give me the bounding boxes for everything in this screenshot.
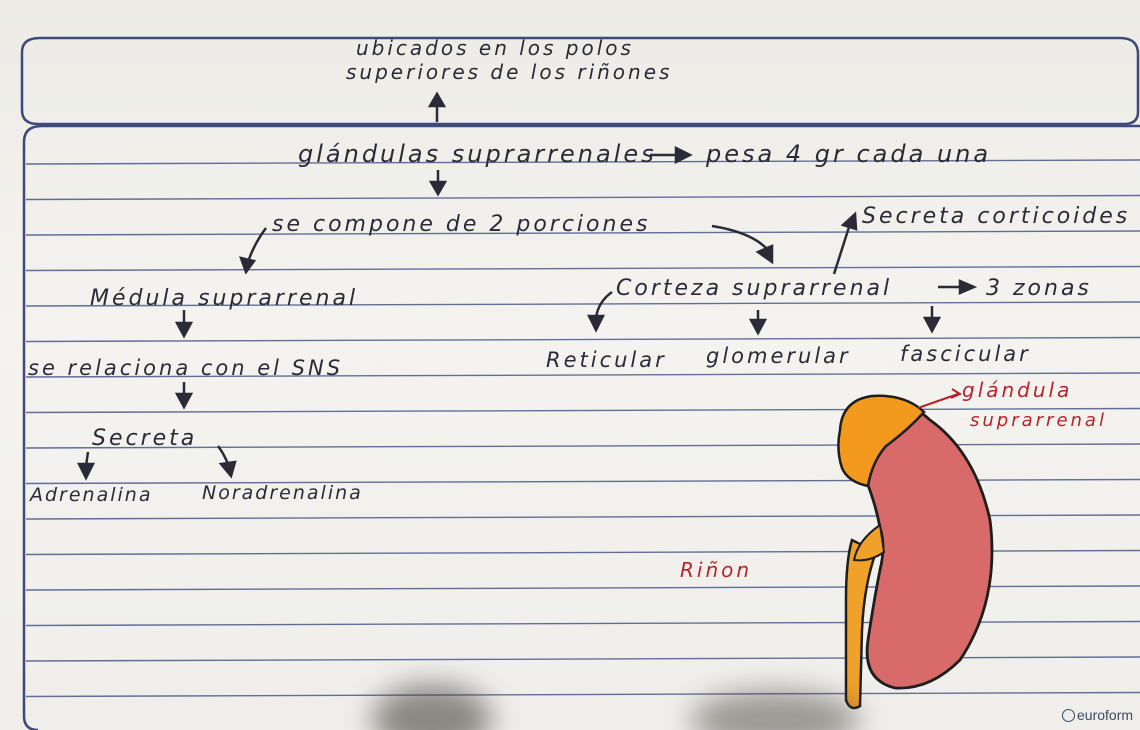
zones-text: 3 zonas xyxy=(986,278,1092,300)
gland-label-arrowhead xyxy=(951,389,960,398)
cortex-title: Corteza suprarrenal xyxy=(616,278,892,300)
medulla-title: Médula suprarrenal xyxy=(90,288,358,310)
ruled-line xyxy=(26,657,1140,661)
kidney-drawing xyxy=(838,389,992,708)
arrow-to-noradrenalina-head xyxy=(221,462,235,476)
arrow-title-down-head xyxy=(431,182,445,194)
arrow-to-medulla xyxy=(248,228,266,262)
arrow-to-cortex-head xyxy=(758,246,772,262)
top-box-line-2: superiores de los riñones xyxy=(346,62,672,82)
arrow-to-adrenalina-head xyxy=(79,464,93,478)
ruled-line xyxy=(26,693,1140,697)
arrow-to-cortex xyxy=(712,226,766,248)
gland-label-line-1: glándula xyxy=(962,380,1072,400)
arrow-to-glomerular-head xyxy=(751,320,765,333)
glomerular-text: glomerular xyxy=(706,346,851,367)
arrow-to-reticular xyxy=(596,292,612,318)
arrow-to-noradrenalina xyxy=(218,446,228,464)
arrow-to-fascicular-head xyxy=(925,318,939,331)
top-box-line-1: ubicados en los polos xyxy=(356,38,634,58)
brand-name: euroform xyxy=(1077,707,1133,723)
noradrenalina-text: Noradrenalina xyxy=(202,484,363,503)
gland-label-arrow xyxy=(918,394,958,408)
arrow-to-reticular-head xyxy=(589,316,603,330)
secreta-corticoides-text: Secreta corticoides xyxy=(862,206,1130,228)
ruled-line xyxy=(26,196,1140,200)
arrow-relation-down-head xyxy=(177,394,191,407)
arrow-title-to-weight-head xyxy=(676,148,690,162)
weight-note: pesa 4 gr cada una xyxy=(706,142,991,166)
arrow-to-zones-head xyxy=(960,281,974,293)
secreta-text: Secreta xyxy=(92,428,197,450)
ruled-line xyxy=(26,267,1140,271)
brand-logo: euroform xyxy=(1062,707,1133,723)
portions-text: se compone de 2 porciones xyxy=(272,214,650,236)
fascicular-text: fascicular xyxy=(900,344,1031,365)
arrow-to-corticoides-head xyxy=(843,214,856,229)
page-title: glándulas suprarrenales xyxy=(298,142,657,166)
adrenalina-text: Adrenalina xyxy=(30,486,153,505)
arrow-medulla-down-head xyxy=(177,323,191,336)
reticular-text: Reticular xyxy=(546,350,667,371)
relation-text: se relaciona con el SNS xyxy=(28,358,343,379)
ruled-line xyxy=(26,338,1140,342)
arrow-up-head xyxy=(430,94,444,106)
brand-icon xyxy=(1062,709,1075,722)
gland-label-line-2: suprarrenal xyxy=(970,412,1107,430)
kidney-label: Riñon xyxy=(680,560,752,580)
